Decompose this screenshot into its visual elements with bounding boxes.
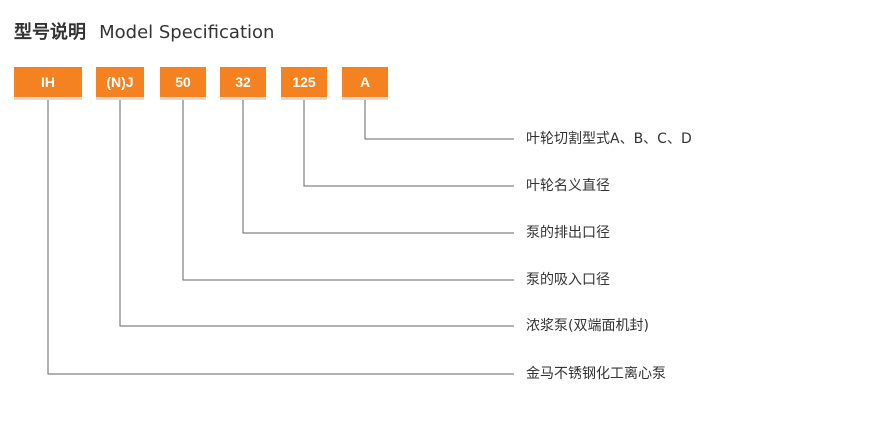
desc-125: 叶轮名义直径 xyxy=(526,178,610,194)
connector-125 xyxy=(303,97,514,187)
desc-32: 泵的排出口径 xyxy=(526,225,610,241)
desc-50: 泵的吸入口径 xyxy=(526,272,610,288)
connector-50 xyxy=(182,97,514,281)
connector-a xyxy=(364,97,514,140)
code-box-32: 32 xyxy=(220,67,266,97)
connector-nj xyxy=(119,97,514,327)
connector-ih xyxy=(47,97,514,375)
page-title: 型号说明 Model Specification xyxy=(14,18,275,43)
code-box-125: 125 xyxy=(281,67,327,97)
code-box-ih: IH xyxy=(14,67,82,97)
code-box-50: 50 xyxy=(160,67,206,97)
desc-ih: 金马不锈钢化工离心泵 xyxy=(526,366,666,382)
title-english: Model Specification xyxy=(99,22,275,43)
desc-a: 叶轮切割型式A、B、C、D xyxy=(526,131,692,147)
connector-32 xyxy=(242,97,514,234)
desc-nj: 浓浆泵(双端面机封) xyxy=(526,318,649,334)
code-box-nj: (N)J xyxy=(96,67,144,97)
title-chinese: 型号说明 xyxy=(14,22,86,43)
code-box-a: A xyxy=(342,67,388,97)
